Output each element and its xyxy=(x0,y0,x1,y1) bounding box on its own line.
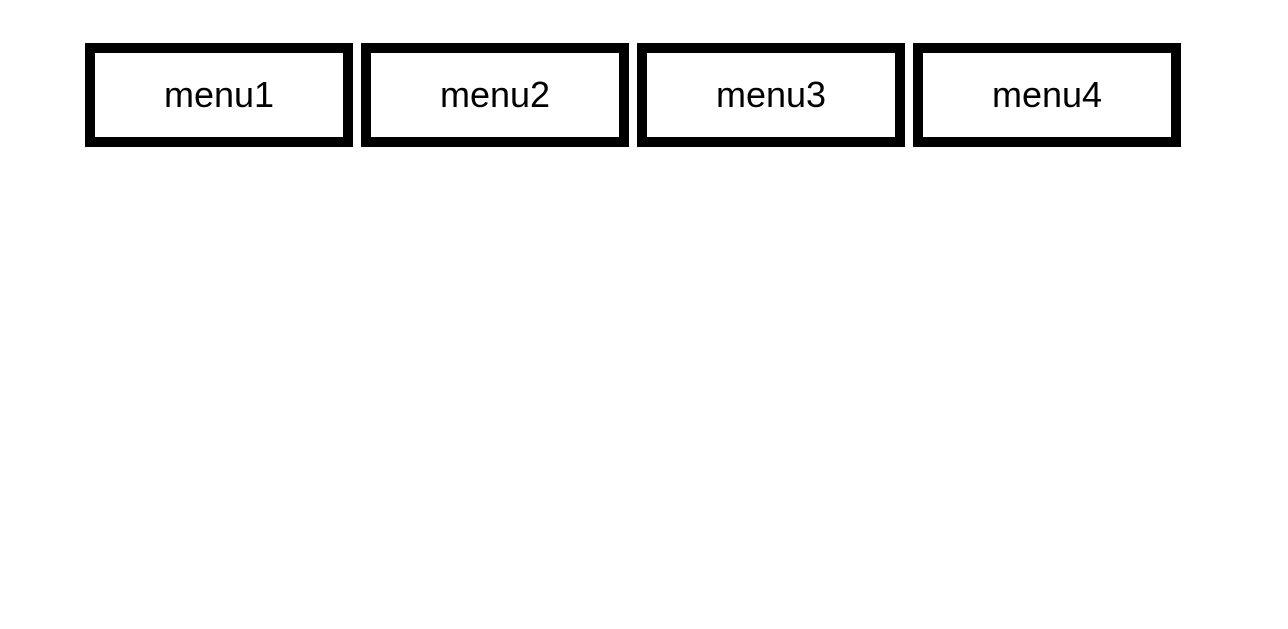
menu-item-1-label: menu1 xyxy=(163,74,275,115)
menu-item-3[interactable]: menu3 xyxy=(637,43,905,147)
menu-item-4[interactable]: menu4 xyxy=(913,43,1181,147)
menu-item-2-label: menu2 xyxy=(439,74,551,115)
menu-item-3-label: menu3 xyxy=(715,74,827,115)
menu-item-4-label: menu4 xyxy=(991,74,1103,115)
menu-item-1[interactable]: menu1 xyxy=(85,43,353,147)
menu-item-2[interactable]: menu2 xyxy=(361,43,629,147)
menu-bar: menu1 menu2 menu3 menu4 xyxy=(85,43,1288,147)
